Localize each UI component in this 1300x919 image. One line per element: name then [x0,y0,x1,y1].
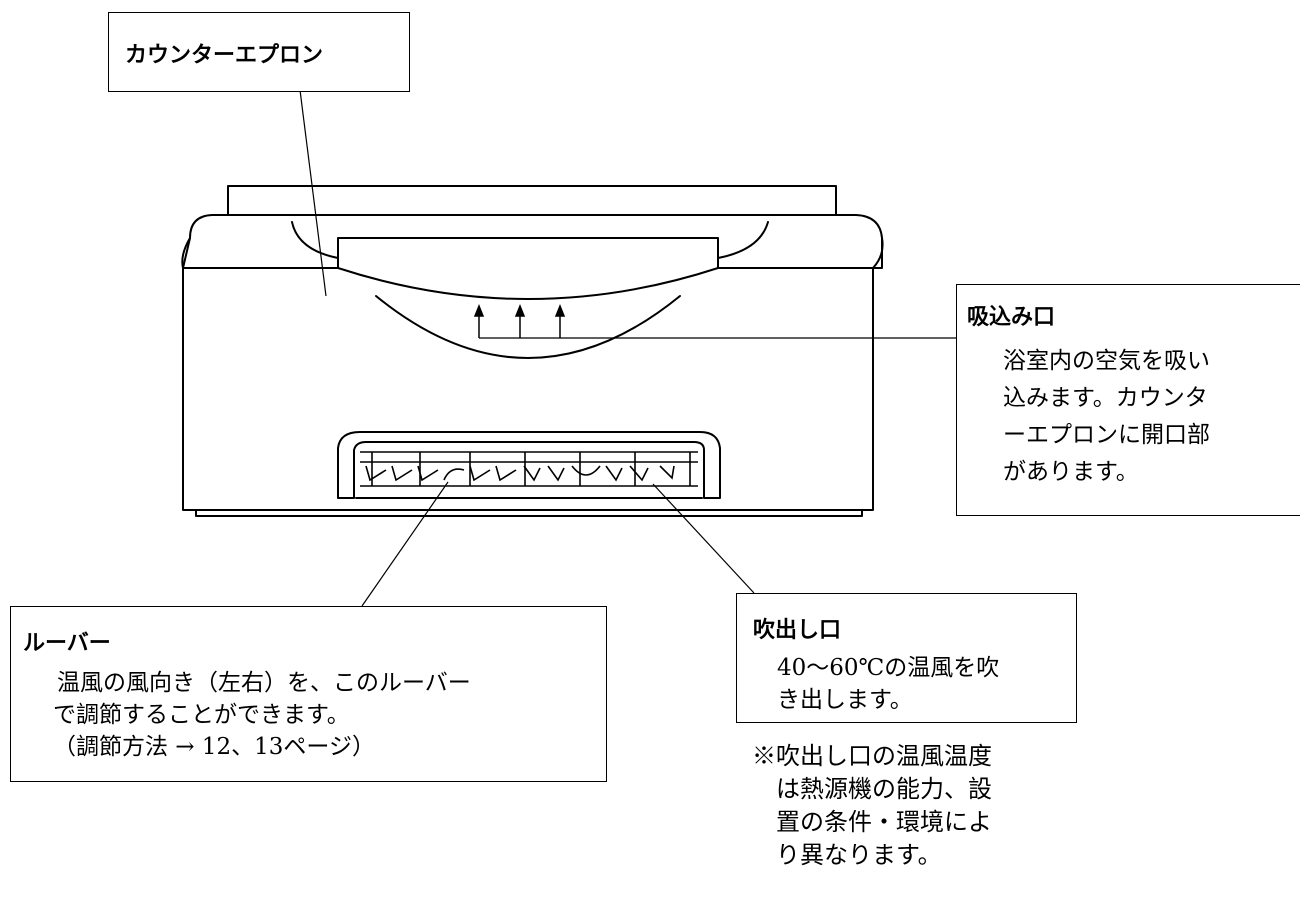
outlet-label-box: 吹出し口 40～60℃の温風を吹 き出します。 [736,593,1077,723]
note-line: ※吹出し口の温風温度 [752,742,992,770]
unit-body [182,267,874,511]
leader-counter-apron [299,89,327,297]
counter-apron-title: カウンターエプロン [125,43,324,68]
intake-upper-curve [337,267,719,300]
temperature-note: ※吹出し口の温風温度 は熱源機の能力、設 置の条件・環境によ り異なります。 [752,740,992,872]
counter-top-plate [227,185,837,216]
louver-label-box: ルーバー 温風の風向き（左右）を、このルーバー で調節することができます。 （調… [10,606,607,782]
apron-outline [182,214,883,269]
counter-apron-label-box: カウンターエプロン [108,12,410,92]
leader-outlet [652,483,755,594]
outlet-line: 40～60℃の温風を吹 [777,655,1000,681]
leader-louver [361,481,449,607]
louver-title: ルーバー [23,631,111,656]
outlet-description: 40～60℃の温風を吹 き出します。 [777,652,999,716]
intake-label-box: 吸込み口 浴室内の空気を吸い 込みます。カウンタ ーエプロンに開口部 があります… [956,284,1300,516]
intake-upper-inner [291,221,339,259]
intake-line: 込みます。カウンタ [1003,385,1208,411]
louver-line: で調節することができます。 [53,702,350,728]
note-line: 置の条件・環境によ [752,808,992,836]
intake-description: 浴室内の空気を吸い 込みます。カウンタ ーエプロンに開口部 があります。 [1003,343,1210,491]
intake-line: があります。 [1003,459,1139,485]
unit-base [195,509,863,517]
outlet-line: き出します。 [777,687,913,713]
louver-frame [337,431,721,499]
intake-line: ーエプロンに開口部 [1003,422,1210,448]
intake-lower-curve [375,295,681,359]
note-line: り異なります。 [752,841,942,869]
note-line: は熱源機の能力、設 [752,775,992,803]
louver-line: （調節方法 → 12、13ページ） [53,734,375,760]
intake-line: 浴室内の空気を吸い [1003,348,1210,374]
louver-line: 温風の風向き（左右）を、このルーバー [57,670,471,696]
louver-description: 温風の風向き（左右）を、このルーバー で調節することができます。 （調節方法 →… [53,667,471,763]
outlet-title: 吹出し口 [753,618,842,643]
intake-title: 吸込み口 [967,305,1056,330]
